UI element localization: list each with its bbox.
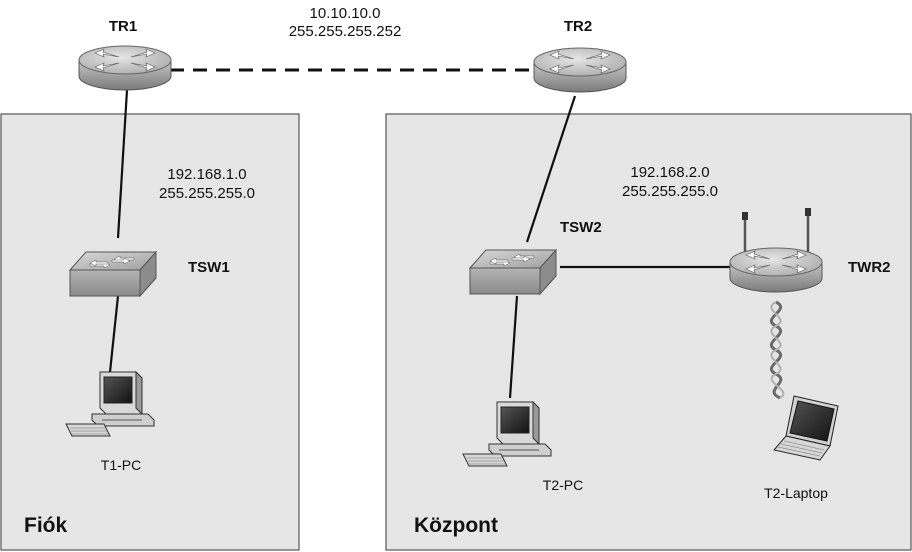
tsw1-label: TSW1 <box>188 259 230 276</box>
wan-network-mask: 255.255.255.252 <box>289 23 402 40</box>
t1pc-label: T1-PC <box>101 457 141 473</box>
tr2-tsw2-link <box>525 95 577 243</box>
hq-area <box>385 113 912 551</box>
hq-area-label: Központ <box>414 514 498 537</box>
router-icon[interactable] <box>533 47 627 93</box>
t2pc-label: T2-PC <box>543 477 583 493</box>
tr2-label: TR2 <box>564 18 592 35</box>
tsw2-label: TSW2 <box>560 219 602 236</box>
branch-area-label: Fiók <box>24 514 67 537</box>
tr1-label: TR1 <box>109 18 137 35</box>
switch-icon[interactable] <box>69 251 157 297</box>
wan-network-address: 10.10.10.0 <box>310 5 381 22</box>
hq-network-address: 192.168.2.0 <box>630 164 709 181</box>
tsw2-t2pc-link <box>508 295 519 399</box>
twr2-label: TWR2 <box>848 259 891 276</box>
tr1-tsw1-link <box>116 89 129 239</box>
branch-network-mask: 255.255.255.0 <box>159 185 255 202</box>
branch-area <box>0 113 300 551</box>
branch-network-address: 192.168.1.0 <box>167 166 246 183</box>
switch-icon[interactable] <box>469 249 557 295</box>
tsw1-t1pc-link <box>108 295 120 373</box>
wireless-link-icon <box>769 300 785 400</box>
hq-network-mask: 255.255.255.0 <box>622 183 718 200</box>
router-icon[interactable] <box>78 45 172 91</box>
t2laptop-label: T2-Laptop <box>764 485 828 501</box>
wireless-router-icon[interactable] <box>729 208 823 293</box>
